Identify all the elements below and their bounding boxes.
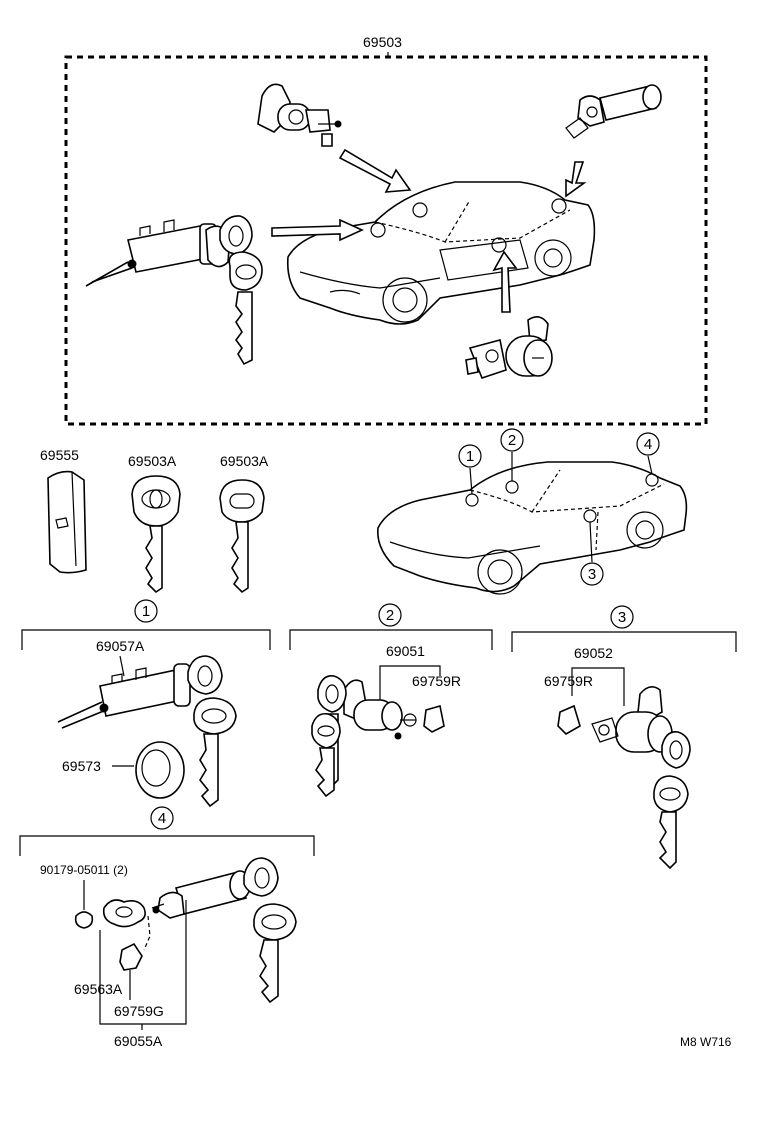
sub-key-label: 69503A	[220, 453, 269, 469]
callout-1-car: 1	[458, 444, 482, 468]
key-case-group: 69555	[40, 447, 87, 574]
door-lock-top-left	[257, 83, 342, 147]
sub-key-group: 69503A	[219, 453, 269, 594]
assembly-label: 69503	[363, 34, 402, 50]
door-lock-bottom	[465, 316, 553, 379]
ignition-ring-label: 69573	[62, 758, 101, 774]
section-1: 1 69057A 69573	[21, 599, 271, 808]
assembly-arrows	[271, 148, 587, 313]
key-case-label: 69555	[40, 447, 79, 463]
section-3-number: 3	[618, 609, 626, 626]
callout-2-car: 2	[500, 428, 524, 452]
door-cylinder-lh-clip-label: 69759R	[544, 673, 593, 689]
section-1-number: 1	[142, 603, 150, 620]
assembly-box: 69503	[64, 34, 708, 426]
trunk-screw-label: 90179-05011 (2)	[40, 863, 128, 877]
callout-2-car-label: 2	[508, 432, 516, 449]
car-overview-top	[286, 181, 596, 325]
section-4-number: 4	[158, 810, 166, 827]
callout-3-car: 3	[580, 562, 604, 586]
door-cylinder-rh-label: 69051	[386, 643, 425, 659]
callout-4-car-label: 4	[644, 436, 652, 453]
section-4: 4 90179-05011 (2) 69563A 69759G 69055A	[19, 806, 315, 1049]
master-key-label: 69503A	[128, 453, 177, 469]
door-cylinder-rh-clip-label: 69759R	[412, 673, 461, 689]
trunk-clip-label: 69759G	[114, 1003, 164, 1019]
ignition-cylinder-label: 69057A	[96, 638, 145, 654]
trunk-retainer-label: 69563A	[74, 981, 123, 997]
section-3: 3 69052 69759R	[511, 605, 737, 870]
callout-1-car-label: 1	[466, 448, 474, 465]
callout-3-car-label: 3	[588, 566, 596, 583]
section-2-number: 2	[386, 607, 394, 624]
ignition-lock-top	[85, 215, 263, 366]
trunk-cylinder-label: 69055A	[114, 1033, 163, 1049]
master-key-group: 69503A	[128, 453, 181, 594]
callout-4-car: 4	[636, 432, 660, 456]
section-2: 2 69051 69759R	[289, 603, 493, 798]
figure-code: M8 W716	[680, 1035, 732, 1049]
trunk-lock-top	[565, 84, 662, 139]
door-cylinder-lh-label: 69052	[574, 645, 613, 661]
car-overview-right	[377, 452, 688, 595]
